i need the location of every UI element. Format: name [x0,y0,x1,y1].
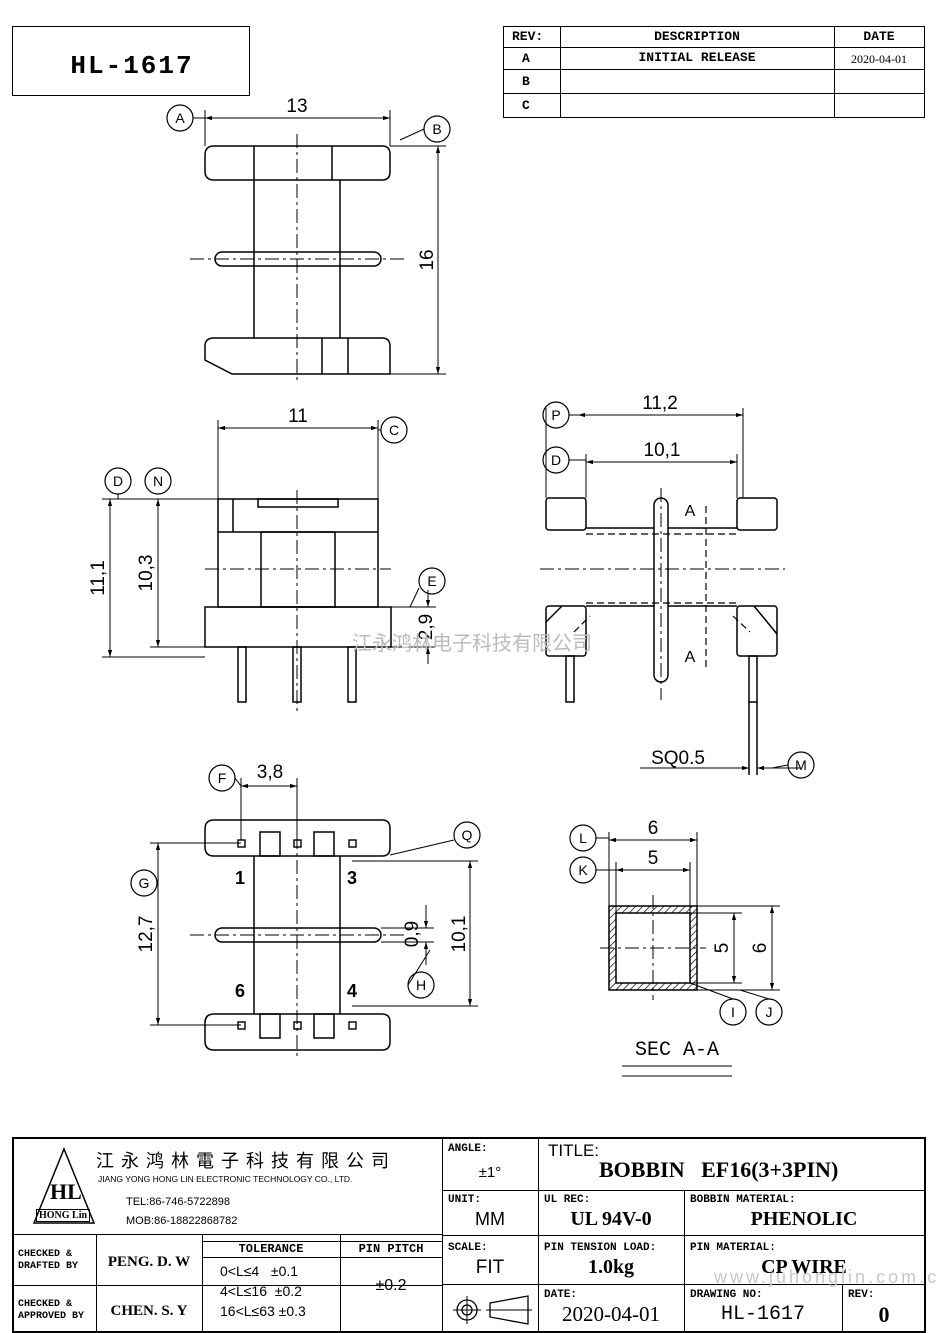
date-label: DATE: [544,1289,578,1301]
dim-bottom-h-right: 10,1 [449,916,470,953]
web-watermark: www.juhonglin.com.cn [714,1267,940,1287]
logo-text: HL [50,1179,82,1204]
title-value: BOBBIN EF16(3+3PIN) [599,1157,839,1182]
rev-row-a-date: 2020-04-01 [851,52,907,66]
tolerance-row-3: 16<L≤63 ±0.3 [220,1303,306,1319]
ul-value: UL 94V-0 [570,1208,652,1230]
engineering-drawing: 13 16 11 11,1 10,3 2,9 11,2 10,1 SQ0.5 3… [88,96,815,1077]
callout-g: G [139,875,150,891]
dim-front-base: 2,9 [416,614,437,640]
callout-n: N [153,473,163,489]
pin-pitch-label: PIN PITCH [358,1242,424,1256]
revision-table: REV: DESCRIPTION DATE A INITIAL RELEASE … [503,26,925,118]
part-number-box: HL-1617 [12,26,250,96]
rev-row-a: A [522,51,530,66]
checked-drafted-value: PENG. D. W [107,1254,191,1270]
dim-sec-inner-w: 5 [648,848,659,869]
dim-top-width: 13 [286,96,307,117]
dim-side-outer: 11,2 [642,393,678,414]
callout-l: L [579,830,587,846]
ul-label: UL REC: [544,1194,591,1206]
section-mark-bottom: A [685,649,696,666]
callout-i: I [731,1004,735,1020]
checked-approved-label: CHECKED & APPROVED BY [18,1299,85,1322]
dim-front-h-outer: 11,1 [88,560,109,596]
callout-k: K [578,862,588,878]
callout-d: D [113,473,123,489]
pin-1: 1 [235,868,245,888]
dim-sec-outer-h: 6 [750,943,771,954]
section-title: SEC A-A [635,1039,719,1062]
unit-label: UNIT: [448,1194,482,1206]
pin-tension-label: PIN TENSION LOAD: [544,1242,657,1254]
angle-label: ANGLE: [448,1143,488,1155]
pin-pitch-value: ±0.2 [375,1277,407,1294]
tolerance-label: TOLERANCE [238,1242,304,1256]
dim-pin-size: SQ0.5 [651,748,705,769]
company-name-cn: 江 永 鸿 林 電 子 科 技 有 限 公 司 [96,1151,391,1171]
callout-f: F [218,770,227,786]
pin-material-label: PIN MATERIAL: [690,1242,776,1254]
scale-value: FIT [475,1257,505,1278]
dim-bottom-h-left: 12,7 [136,916,157,953]
callout-p: P [551,407,560,423]
projection-symbol [453,1295,532,1325]
angle-value: ±1° [478,1164,502,1181]
dim-front-width: 11 [288,406,308,427]
section-mark-top: A [685,503,696,520]
bobbin-material-value: PHENOLIC [750,1208,858,1230]
callout-h: H [416,977,426,993]
rev-header: REV: [512,29,544,44]
dim-sec-inner-h: 5 [712,943,733,954]
tolerance-row-2: 4<L≤16 ±0.2 [220,1283,302,1299]
bobbin-material-label: BOBBIN MATERIAL: [690,1194,796,1206]
drawing-no-value: HL-1617 [720,1303,805,1326]
tolerance-row-1: 0<L≤4 ±0.1 [220,1263,299,1279]
part-number: HL-1617 [70,51,194,81]
scale-label: SCALE: [448,1242,488,1254]
callout-a: A [175,110,185,126]
callout-j: J [766,1004,773,1020]
rev-row-c: C [522,98,530,113]
callout-b: B [432,121,441,137]
rev-row-a-desc: INITIAL RELEASE [638,50,756,65]
callout-d2: D [551,452,561,468]
unit-value: MM [475,1209,505,1229]
pin-6: 6 [235,981,245,1001]
drawing-watermark: 江永鸿林电子科技有限公司 [352,632,592,655]
rev-label: REV: [848,1289,875,1301]
dim-top-height: 16 [417,249,438,270]
dim-bottom-pitch: 3,8 [257,762,283,783]
company-mob: MOB:86-18822868782 [126,1215,238,1227]
pin-tension-value: 1.0kg [587,1256,635,1278]
date-header: DATE [863,29,895,44]
pin-3: 3 [347,868,357,888]
callout-e: E [427,573,436,589]
checked-approved-value: CHEN. S. Y [110,1303,188,1319]
company-name-en: JIANG YONG HONG LIN ELECTRONIC TECHNOLOG… [98,1174,353,1184]
date-value: 2020-04-01 [562,1302,660,1326]
rev-value: 0 [878,1302,890,1327]
title-label: TITLE: [548,1141,600,1160]
pin-material-value: CP WIRE [761,1256,847,1278]
description-header: DESCRIPTION [654,29,740,44]
rev-row-b: B [522,74,530,89]
dim-sec-outer-w: 6 [648,818,659,839]
callout-c: C [389,422,399,438]
dim-bottom-flange: 0,9 [402,921,423,947]
title-block: HL HONG Lin 江 永 鸿 林 電 子 科 技 有 限 公 司 JIAN… [12,1137,940,1333]
checked-drafted-label: CHECKED & DRAFTED BY [18,1249,79,1272]
company-tel: TEL:86-746-5722898 [126,1196,230,1208]
pin-4: 4 [347,981,357,1001]
dim-front-h-inner: 10,3 [136,555,157,592]
logo-sub: HONG Lin [36,1209,91,1222]
drawing-no-label: DRAWING NO: [690,1289,763,1301]
callout-q: Q [462,827,473,843]
company-logo [32,1147,96,1224]
callout-m: M [795,757,807,773]
dim-side-inner: 10,1 [644,440,681,461]
